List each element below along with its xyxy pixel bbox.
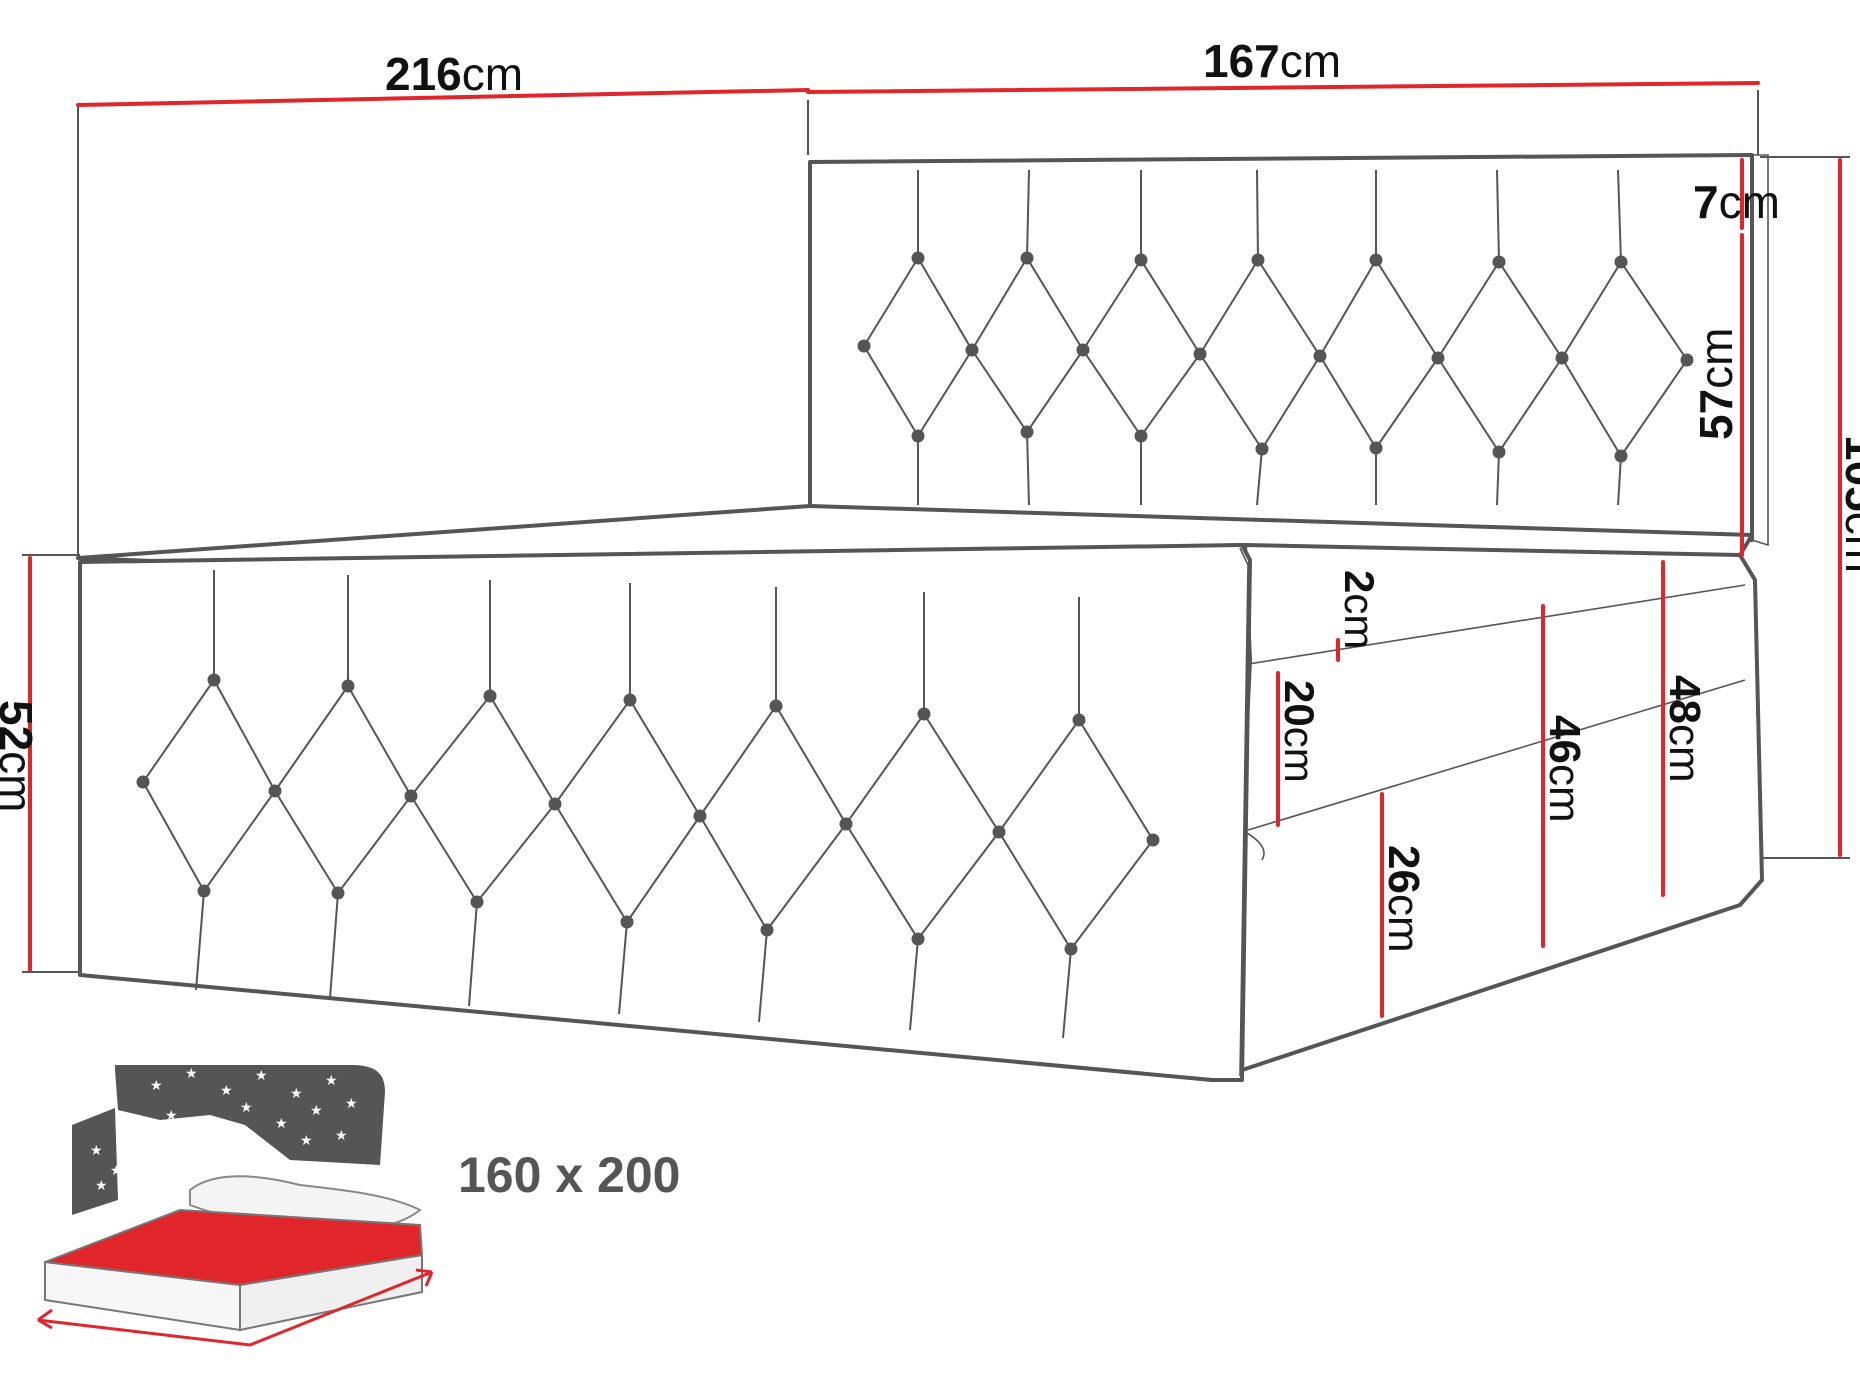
svg-text:★: ★: [220, 1083, 233, 1099]
svg-text:★: ★: [185, 1066, 198, 1082]
svg-text:★: ★: [150, 1078, 163, 1094]
svg-text:★: ★: [300, 1133, 313, 1149]
svg-text:★: ★: [110, 1163, 123, 1179]
total-width-line: [806, 81, 1760, 94]
svg-text:★: ★: [275, 1116, 288, 1132]
svg-text:★: ★: [225, 1138, 238, 1154]
sleeping-area-size: 160 x 200: [458, 1147, 680, 1203]
extension-lines: [22, 90, 1850, 973]
headboard: [808, 153, 1769, 547]
svg-text:★: ★: [200, 1118, 213, 1134]
svg-text:★: ★: [265, 1148, 278, 1164]
svg-text:★: ★: [180, 1153, 193, 1169]
label-side-height: 48cm: [1660, 675, 1709, 783]
svg-text:★: ★: [90, 1143, 103, 1159]
total-length-line: [76, 88, 810, 107]
mattress-size-icon: ★★★★★★★★★★★★★★★★★★★★★: [37, 1065, 434, 1347]
svg-text:★: ★: [240, 1100, 253, 1116]
bed-right-side: [1210, 543, 1764, 1082]
label-headboard-thickness: 7cm: [1693, 176, 1780, 228]
svg-text:★: ★: [165, 1108, 178, 1124]
svg-text:★: ★: [325, 1073, 338, 1089]
svg-text:★: ★: [345, 1096, 358, 1112]
svg-text:★: ★: [95, 1178, 108, 1194]
label-headboard-panel: 57cm: [1690, 328, 1742, 441]
label-mattress: 20cm: [1276, 680, 1323, 783]
label-topper: 2cm: [1336, 570, 1383, 649]
label-total-length: 216cm: [385, 48, 523, 100]
dimension-lines: [28, 81, 1842, 1018]
stars-icon: ★★★★★★★★★★★★★★★★★★★★★: [90, 1066, 358, 1194]
svg-text:★: ★: [290, 1086, 303, 1102]
svg-text:★: ★: [310, 1103, 323, 1119]
tufting-pattern: [136, 169, 1694, 1039]
label-sleeping-height: 46cm: [1540, 715, 1589, 823]
label-base-height: 26cm: [1379, 845, 1428, 953]
svg-text:★: ★: [140, 1138, 153, 1154]
footboard: [78, 543, 1252, 1082]
svg-text:★: ★: [255, 1068, 268, 1084]
svg-text:★: ★: [335, 1128, 348, 1144]
label-total-height: 105cm: [1836, 435, 1860, 573]
label-total-width: 167cm: [1203, 35, 1341, 87]
label-footboard-height: 52cm: [0, 700, 42, 813]
